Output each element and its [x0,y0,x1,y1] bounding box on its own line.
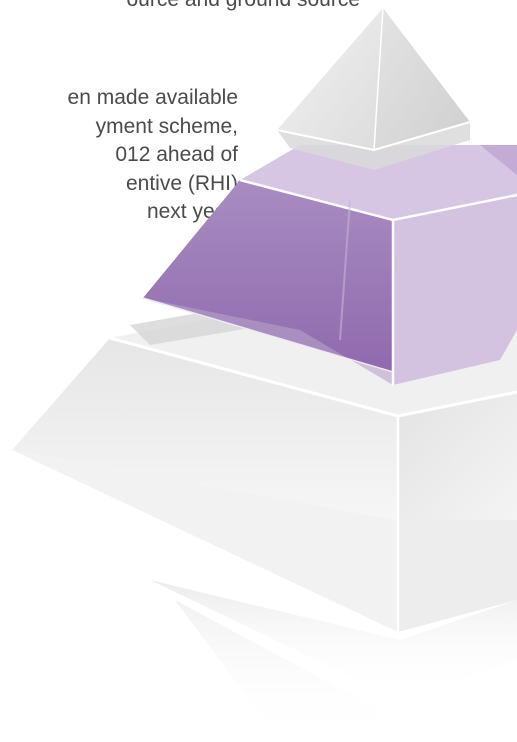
pyramid-reflection [150,580,517,742]
body-text-top-line: ource and ground source [0,0,361,12]
pyramid-tier-top [276,7,471,170]
body-text-line-2: yment scheme, [95,114,238,138]
body-text-line-4: entive (RHI) [125,171,238,195]
pyramid-tier-middle [142,145,517,385]
pyramid-tier-bottom [12,295,517,632]
body-text-line-3: 012 ahead of [115,143,238,166]
body-text-line-1: en made available [67,86,238,109]
